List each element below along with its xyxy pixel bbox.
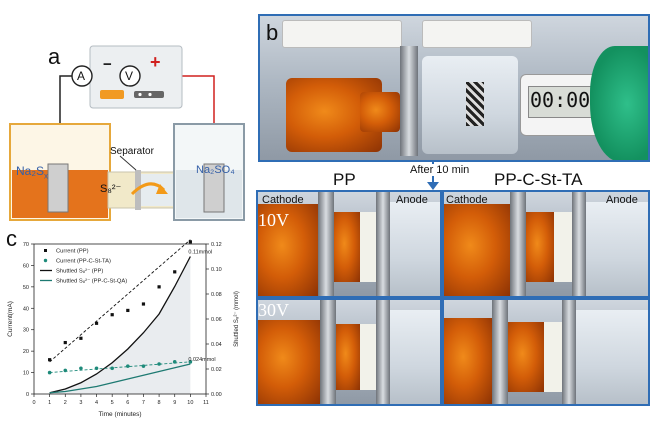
cathode-label-pp: Cathode: [262, 194, 304, 206]
data-point-ppc: [110, 366, 114, 371]
panel-label-a: a: [48, 44, 61, 69]
right-electrode: [203, 163, 225, 213]
column-pp: PP: [333, 170, 356, 189]
legend-label: Current (PP): [56, 249, 89, 255]
legend-marker: [44, 249, 47, 252]
annotation-label: 0.024mmol: [188, 357, 215, 363]
y-tick-label: 50: [23, 285, 29, 291]
voltmeter-label: V: [125, 69, 134, 83]
data-point-ppc: [126, 364, 130, 368]
series-line: [49, 256, 191, 394]
right-solution-label: Na₂SO₄: [196, 164, 235, 176]
data-point-ppc: [157, 362, 161, 366]
polysulfide-label: S₈²⁻: [100, 183, 122, 195]
data-point-pp: [63, 340, 67, 345]
shaded-area: [49, 256, 191, 394]
x-tick-label: 6: [126, 400, 129, 406]
annotation-label: 0.11mmol: [188, 250, 212, 256]
x-tick-label: 11: [203, 400, 209, 406]
photo-pp-30v: [258, 300, 440, 404]
timer-display: 00:00: [530, 88, 591, 112]
ammeter-label: A: [77, 69, 86, 83]
data-point-pp: [126, 308, 130, 313]
y-right-tick-label: 0.10: [211, 267, 222, 273]
separator-label: Separator: [110, 146, 154, 157]
data-point-pp: [157, 285, 161, 289]
series-line: [49, 361, 191, 374]
x-tick-label: 5: [111, 400, 114, 406]
row-30v-label: 30V: [258, 300, 289, 320]
photo-ppc-10v: [444, 192, 648, 296]
circuit-diagram: [9, 45, 245, 221]
y-right-tick-label: 0.02: [211, 367, 222, 373]
data-point-pp: [110, 313, 114, 317]
legend-label: Current (PP-C-St-TA): [56, 259, 111, 265]
y-right-axis-label: Shuttled S₈²⁻ (mmol): [234, 291, 240, 347]
panel-label-c: c: [6, 226, 17, 251]
anode-label-ppc: Anode: [606, 194, 638, 206]
minus-sign: −: [103, 56, 112, 73]
data-point-ppc: [79, 366, 83, 371]
photo-ppc-30v: [444, 300, 648, 404]
data-point-pp: [79, 336, 83, 340]
data-point-pp: [188, 240, 192, 244]
y-axis-label: Current(mA): [7, 301, 14, 337]
x-tick-label: 0: [32, 400, 35, 406]
x-tick-label: 10: [187, 400, 193, 406]
data-point-pp: [173, 270, 177, 274]
data-point-pp: [141, 302, 146, 306]
photo-top: 00:00: [258, 14, 650, 162]
voltmeter-icon: [119, 65, 141, 87]
y-tick-label: 0: [26, 392, 29, 398]
y-tick-label: 60: [23, 263, 29, 269]
x-tick-label: 9: [173, 400, 176, 406]
series-line: [49, 363, 191, 394]
data-point-pp: [94, 321, 99, 325]
anode-label-pp: Anode: [396, 194, 428, 206]
x-axis-label: Time (minutes): [98, 411, 141, 418]
legend-marker: [43, 258, 48, 263]
current-shuttle-chart: 0 1 2 3 4 5 6 7 8 9 10 11 0 10 20 30 40 50 60 70 0.00 0.02 0.0…: [7, 239, 240, 418]
y-tick-label: 70: [23, 242, 29, 248]
y-right-tick-label: 0.04: [211, 342, 222, 348]
series-line: [49, 239, 191, 363]
y-right-tick-label: 0.06: [211, 317, 222, 323]
cathode-label-ppc: Cathode: [446, 194, 488, 206]
panel-label-b: b: [266, 20, 279, 45]
y-right-tick-label: 0.08: [211, 292, 222, 298]
y-tick-label: 40: [23, 306, 29, 312]
x-tick-label: 7: [142, 400, 145, 406]
panel-a: a A − V + Na₂Sx Na₂SO₄ Se: [0, 0, 255, 235]
data-point-ppc: [188, 360, 193, 364]
x-tick-label: 4: [95, 400, 98, 406]
x-tick-label: 1: [48, 400, 51, 406]
left-electrode: [47, 163, 69, 213]
legend-label: Shuttled S₈²⁻ (PP): [56, 269, 103, 275]
after-10-min-label: After 10 min: [408, 164, 472, 176]
left-solution-label: Na₂Sx: [16, 164, 49, 181]
y-tick-label: 10: [23, 371, 29, 377]
y-right-tick-label: 0.00: [211, 392, 222, 398]
ammeter-icon: [71, 65, 93, 87]
photo-pp-10v: [258, 192, 440, 296]
column-ppc: PP-C-St-TA: [494, 170, 583, 189]
x-tick-label: 2: [64, 400, 67, 406]
y-tick-label: 20: [23, 349, 29, 355]
glove: [590, 46, 648, 160]
photo-grid: [256, 190, 650, 406]
data-point-pp: [48, 358, 52, 362]
row-10v-label: 10V: [258, 210, 289, 230]
y-tick-label: 30: [23, 328, 29, 334]
x-tick-label: 8: [158, 400, 161, 406]
y-right-tick-label: 0.12: [211, 242, 222, 248]
legend-label: Shuttled S₈²⁻ (PP-C-St-QA): [56, 279, 127, 285]
plus-sign: +: [150, 52, 161, 72]
x-tick-label: 3: [79, 400, 82, 406]
